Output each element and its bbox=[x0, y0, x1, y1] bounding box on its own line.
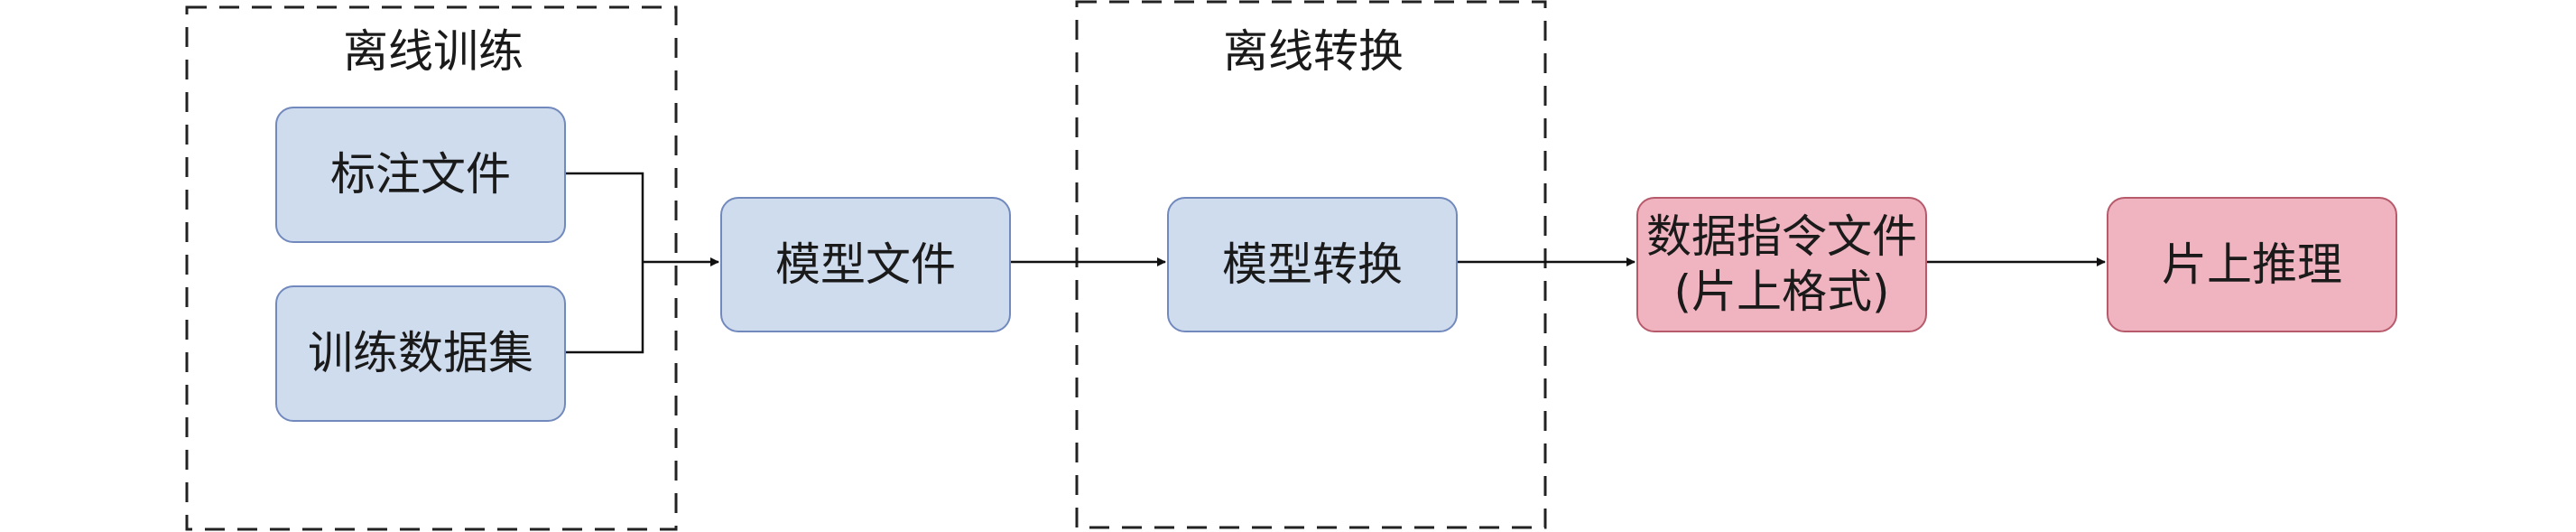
model-files-node[interactable]: 模型文件 bbox=[720, 197, 1011, 332]
on-chip-inference-label: 片上推理 bbox=[2162, 238, 2342, 291]
annotation-files-label: 标注文件 bbox=[330, 148, 511, 201]
training-dataset-node[interactable]: 训练数据集 bbox=[275, 285, 566, 422]
on-chip-inference-node[interactable]: 片上推理 bbox=[2107, 197, 2397, 332]
training-dataset-label: 训练数据集 bbox=[308, 327, 533, 379]
model-conversion-node[interactable]: 模型转换 bbox=[1167, 197, 1458, 332]
model-files-label: 模型文件 bbox=[775, 238, 956, 291]
offline-conversion-title: 离线转换 bbox=[1223, 25, 1404, 78]
model-conversion-label: 模型转换 bbox=[1222, 238, 1403, 291]
offline-training-group-border bbox=[185, 5, 678, 531]
offline-conversion-group-border bbox=[1075, 0, 1547, 529]
offline-training-title: 离线训练 bbox=[343, 25, 524, 78]
annotation-files-node[interactable]: 标注文件 bbox=[275, 107, 566, 243]
data-instruction-files-sublabel: (片上格式) bbox=[1673, 266, 1890, 318]
data-instruction-files-node[interactable]: 数据指令文件 (片上格式) bbox=[1636, 197, 1927, 332]
data-instruction-files-label: 数据指令文件 bbox=[1646, 210, 1917, 263]
connector-training-dataset bbox=[564, 262, 644, 354]
connector-annotation-files bbox=[564, 172, 644, 262]
